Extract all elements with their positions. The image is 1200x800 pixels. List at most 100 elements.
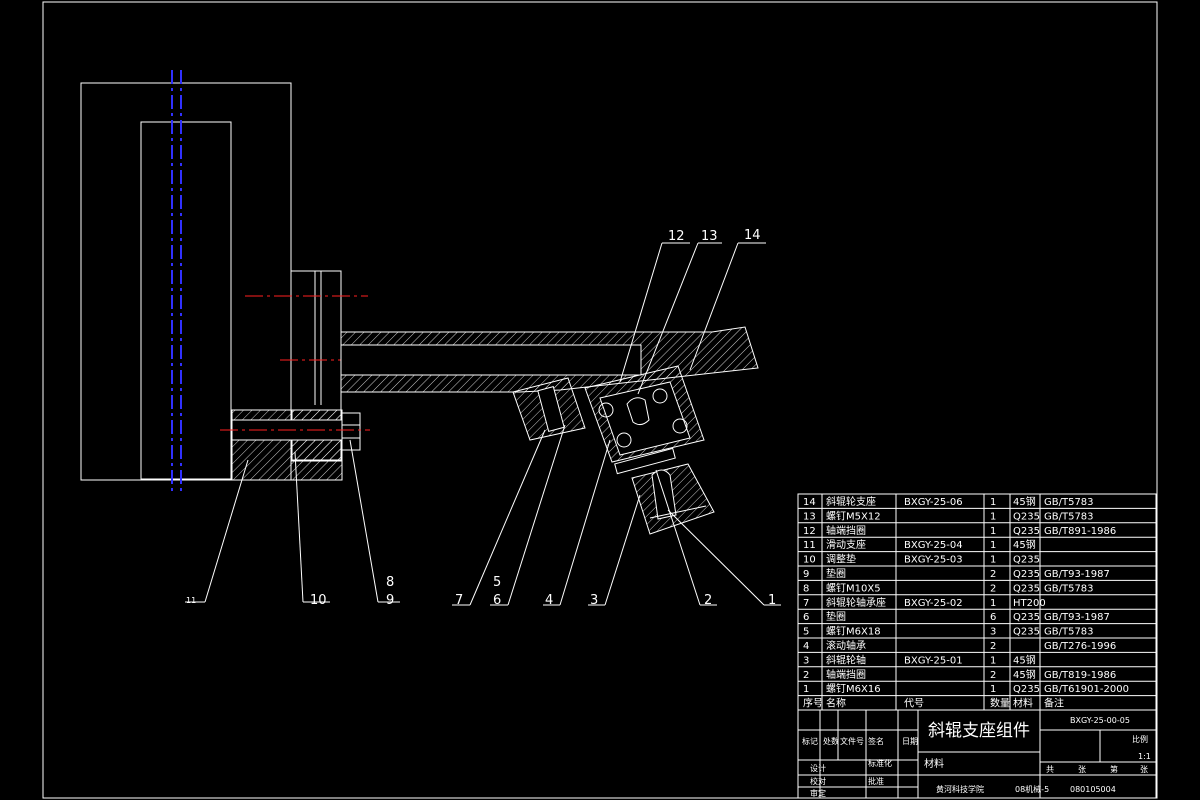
drawing-title: 斜辊支座组件 (928, 721, 1030, 741)
slider-support-assembly (80, 82, 361, 481)
bom-header-qty: 数量 (990, 697, 1010, 710)
class-code: 08机械-5 (1015, 784, 1049, 794)
tb-mark: 标记 (802, 736, 818, 746)
bom-cell-note: GB/T819-1986 (1044, 670, 1116, 681)
bom-cell-qty: 1 (990, 655, 996, 666)
callout-10: 10 (310, 593, 327, 608)
bom-cell-name: 垫圈 (826, 567, 846, 580)
callout-13: 13 (701, 229, 718, 244)
bom-cell-name: 斜辊轮轴 (826, 653, 866, 666)
sheet-label-2: 张 (1140, 765, 1148, 774)
bom-cell-qty: 3 (990, 627, 996, 638)
bom-cell-note: GB/T5783 (1044, 583, 1094, 594)
bom-header-material: 材料 (1013, 697, 1033, 710)
tb-count: 处数 (823, 736, 839, 746)
bom-cell-index: 3 (803, 655, 809, 666)
bom-cell-material: Q235 (1013, 612, 1040, 623)
bom-cell-name: 螺钉M10X5 (826, 582, 881, 594)
bom-cell-name: 垫圈 (826, 610, 846, 623)
bom-cell-index: 12 (803, 526, 816, 537)
bom-cell-material: 45钢 (1013, 495, 1036, 508)
bom-cell-name: 斜辊轮轴承座 (826, 596, 886, 609)
bom-cell-index: 5 (803, 627, 809, 638)
tb-sign: 签名 (868, 736, 884, 746)
bom-cell-name: 螺钉M5X12 (826, 510, 881, 522)
tb-approve: 批准 (868, 776, 884, 786)
bom-cell-material: Q235 (1013, 583, 1040, 594)
bom-cell-name: 螺钉M6X16 (826, 683, 881, 695)
callout-leaders (185, 242, 781, 606)
callout-3: 3 (590, 593, 598, 608)
bom-cell-material: Q235 (1013, 526, 1040, 537)
bom-cell-qty: 1 (990, 511, 996, 522)
bom-cell-material: Q235 (1013, 555, 1040, 566)
bom-cell-qty: 1 (990, 497, 996, 508)
tb-docno: 文件号 (840, 736, 864, 746)
callout-numbers: 12 13 14 11 10 8 9 7 5 6 4 3 2 1 (186, 228, 776, 608)
vertical-centerline (171, 70, 182, 495)
callout-14: 14 (744, 228, 761, 243)
callout-1: 1 (768, 593, 776, 608)
bom-cell-qty: 1 (990, 555, 996, 566)
bom-cell-name: 滑动支座 (826, 538, 866, 551)
bom-cell-index: 10 (803, 555, 816, 566)
bom-cell-note: GB/T5783 (1044, 511, 1094, 522)
bom-cell-note: GB/T61901-2000 (1044, 684, 1129, 695)
tb-standardize: 标准化 (868, 758, 892, 768)
callout-4: 4 (545, 593, 553, 608)
scale-label: 比例 (1132, 734, 1148, 744)
bom-cell-code: BXGY-25-03 (904, 555, 963, 566)
bom-cell-note: GB/T5783 (1044, 497, 1094, 508)
bom-cell-note: GB/T5783 (1044, 627, 1094, 638)
bom-cell-qty: 2 (990, 583, 996, 594)
bom-cell-code: BXGY-25-06 (904, 497, 963, 508)
bom-cell-material: 45钢 (1013, 668, 1036, 681)
bom-cell-index: 8 (803, 583, 809, 594)
bom-cell-index: 13 (803, 511, 816, 522)
callout-7: 7 (455, 593, 463, 608)
title-block-text: 斜辊支座组件 BXGY-25-00-05 比例 1:1 材料 黄河科技学院 08… (802, 716, 1151, 798)
bom-cell-name: 斜辊轮支座 (826, 495, 876, 508)
bom-cell-material: 45钢 (1013, 538, 1036, 551)
tb-date: 日期 (902, 737, 918, 746)
bom-cell-name: 螺钉M6X18 (826, 626, 881, 638)
title-block (797, 709, 1157, 799)
bom-cell-note: GB/T891-1986 (1044, 526, 1116, 537)
bom-cell-code: BXGY-25-02 (904, 598, 963, 609)
callout-8: 8 (386, 575, 394, 590)
callout-5: 5 (493, 575, 501, 590)
bom-cell-qty: 1 (990, 598, 996, 609)
tb-check: 校对 (810, 776, 826, 786)
bom-cell-note: GB/T93-1987 (1044, 569, 1110, 580)
bom-cell-material: HT200 (1013, 598, 1046, 609)
callout-9: 9 (386, 593, 394, 608)
bom-cell-index: 4 (803, 641, 809, 652)
institution: 黄河科技学院 (936, 784, 984, 794)
bom-cell-name: 轴端挡圈 (826, 668, 866, 681)
bom-header-note: 备注 (1044, 697, 1064, 710)
bom-cell-qty: 1 (990, 540, 996, 551)
bom-cell-name: 轴端挡圈 (826, 524, 866, 537)
student-no: 080105004 (1070, 785, 1116, 794)
callout-2: 2 (704, 593, 712, 608)
sheet-label-1: 张 (1078, 765, 1086, 774)
bom-cell-material: Q235 (1013, 569, 1040, 580)
bom-cell-material: 45钢 (1013, 653, 1036, 666)
bom-cell-name: 调整垫 (826, 553, 856, 566)
bom-cell-name: 滚动轴承 (826, 639, 866, 652)
bearing-housing (512, 365, 705, 475)
bom-cell-qty: 2 (990, 670, 996, 681)
drawing-number: BXGY-25-00-05 (1070, 716, 1130, 725)
bom-cell-qty: 1 (990, 684, 996, 695)
bom-cell-index: 9 (803, 569, 809, 580)
tb-review: 审定 (810, 788, 826, 798)
bom-cell-index: 14 (803, 497, 816, 508)
material-label: 材料 (924, 757, 944, 770)
bom-cell-index: 11 (803, 540, 816, 551)
bom-cell-code: BXGY-25-01 (904, 655, 963, 666)
bom-cell-index: 7 (803, 598, 809, 609)
bom-header-name: 名称 (826, 697, 846, 710)
drawing-frame (42, 1, 1158, 799)
